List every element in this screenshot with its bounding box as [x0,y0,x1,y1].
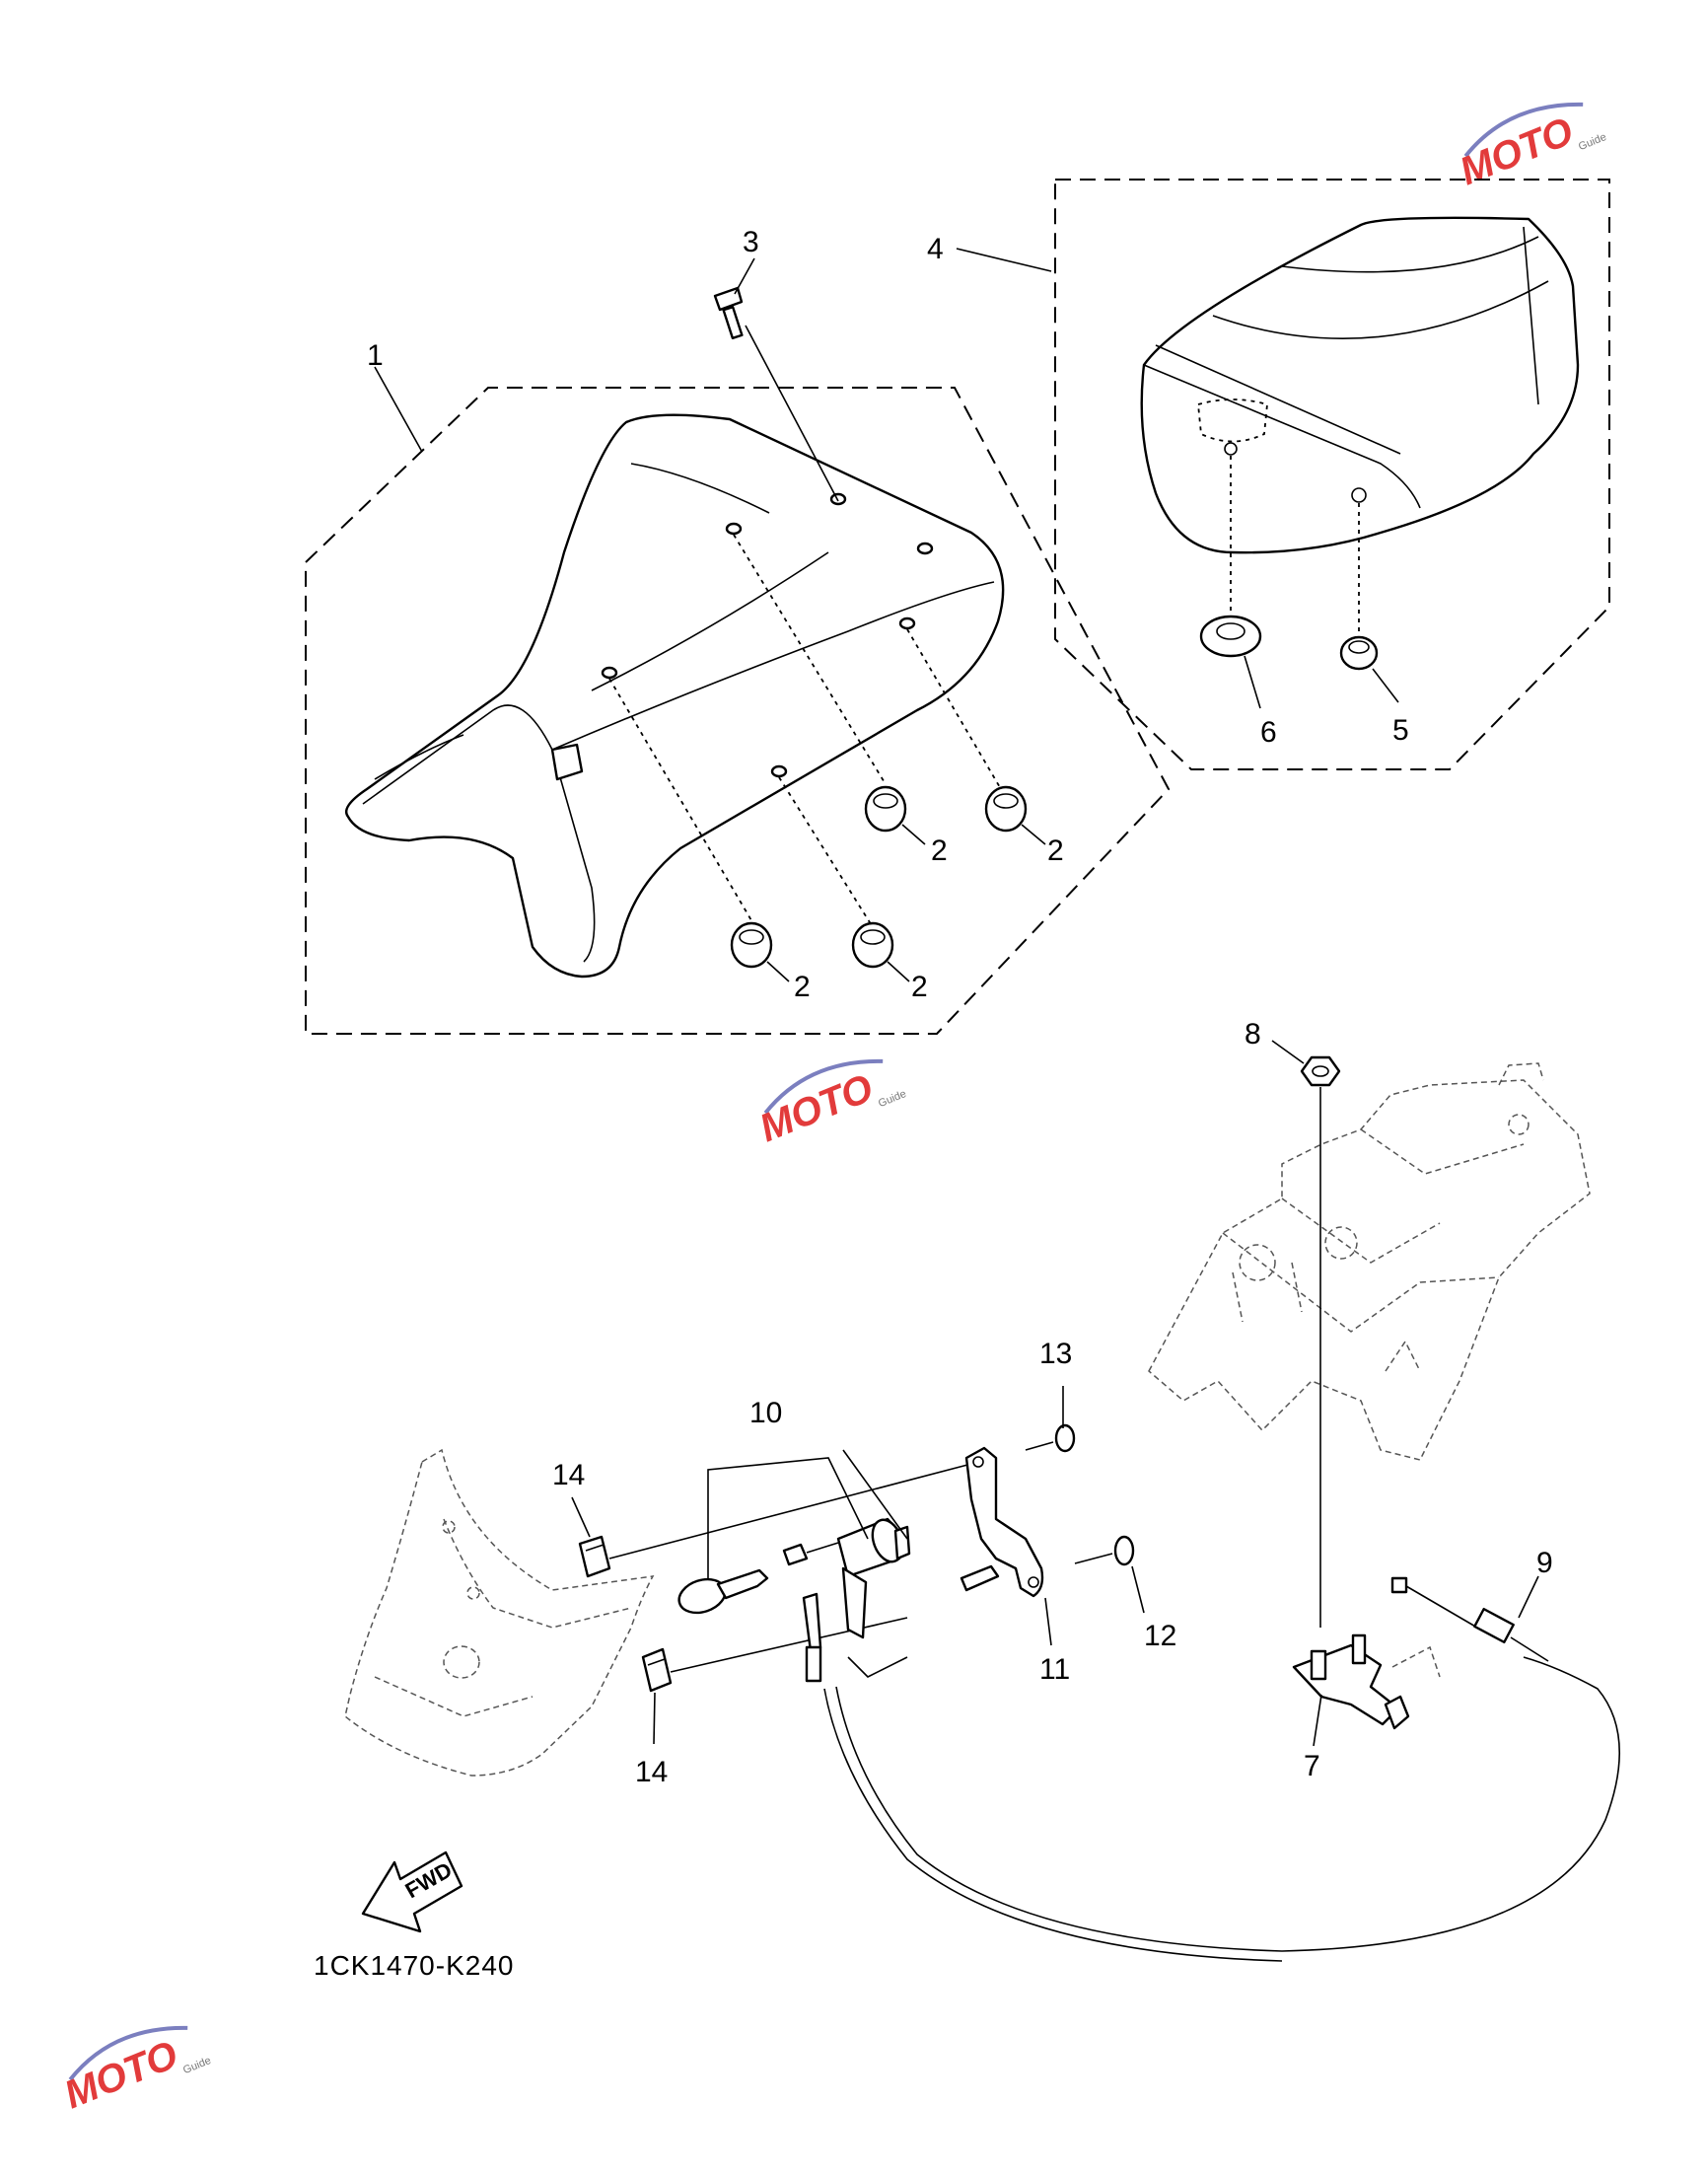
rear-seat [1140,216,1580,554]
svg-text:Guide: Guide [877,1088,908,1110]
svg-text:MOTO: MOTO [58,2033,183,2117]
diagram-code: 1CK1470-K240 [314,1950,514,1981]
callout-2-d: 2 [911,971,928,1003]
svg-text:Guide: Guide [181,2055,213,2076]
bolt-part-13 [1025,1423,1076,1453]
bolt-part-12 [1074,1535,1135,1566]
side-cover [344,1448,655,1777]
lock-cylinder-part [782,1517,911,1639]
watermark-logo-top: MOTO Guide [1454,102,1608,193]
callout-1: 1 [367,339,384,372]
clip-part-14-b [641,1647,673,1693]
callout-4: 4 [927,233,944,265]
damper-part-2-c [730,921,773,969]
damper-part-2-b [984,785,1028,833]
callout-7: 7 [1304,1750,1320,1782]
callout-2-a: 2 [931,835,948,867]
callout-14-a: 14 [552,1459,585,1491]
forward-direction-arrow: FWD [361,1850,463,1933]
rear-seat-assembly-boundary [1054,179,1610,770]
damper-part-2-a [864,785,907,833]
front-seat [344,413,1005,979]
callout-6: 6 [1260,716,1277,749]
cable-end-part-9 [1390,1576,1549,1662]
front-seat-underside-tab [550,743,584,781]
damper-part-5 [1339,635,1379,671]
grommet-part-6 [1199,615,1262,658]
callout-13: 13 [1039,1338,1072,1370]
seat-mounting-holes [601,492,934,778]
lever-bracket-part-11 [960,1446,1044,1598]
seat-lock-cable [835,1656,1621,1952]
callout-2-b: 2 [1047,835,1064,867]
svg-text:MOTO: MOTO [1454,109,1579,193]
callout-11: 11 [1039,1653,1070,1686]
key-part [677,1568,769,1615]
bolt-part-3 [713,286,744,340]
rear-seat-group: 4 6 5 [927,179,1610,770]
callout-2-c: 2 [794,971,811,1003]
callout-12: 12 [1144,1620,1176,1652]
callout-9: 9 [1536,1547,1553,1579]
rear-frame [1148,1079,1591,1461]
watermark-logo-bottom: MOTO Guide [58,2025,213,2117]
clip-part-14-a [578,1535,611,1578]
callout-3: 3 [743,226,759,258]
callout-10: 10 [749,1397,782,1429]
nut-part-8 [1300,1055,1341,1087]
front-seat-assembly-boundary [305,387,1171,1035]
seat-lock-group: 14 14 [344,1338,1176,1788]
cable-connector-part [802,1592,822,1683]
callout-8: 8 [1245,1018,1261,1051]
seat-lock-cable-group: 9 [823,1547,1621,1962]
callout-5: 5 [1392,714,1409,747]
damper-part-2-d [851,921,894,969]
watermark-logo-middle: MOTO Guide [753,1058,908,1150]
rear-frame-group: 8 7 [1148,1018,1591,1782]
front-seat-group: 1 3 2 2 2 2 [305,226,1171,1035]
svg-text:MOTO: MOTO [753,1066,879,1150]
svg-text:Guide: Guide [1577,131,1608,153]
seat-hook-part-7 [1292,1633,1441,1730]
callout-14-b: 14 [635,1756,668,1788]
